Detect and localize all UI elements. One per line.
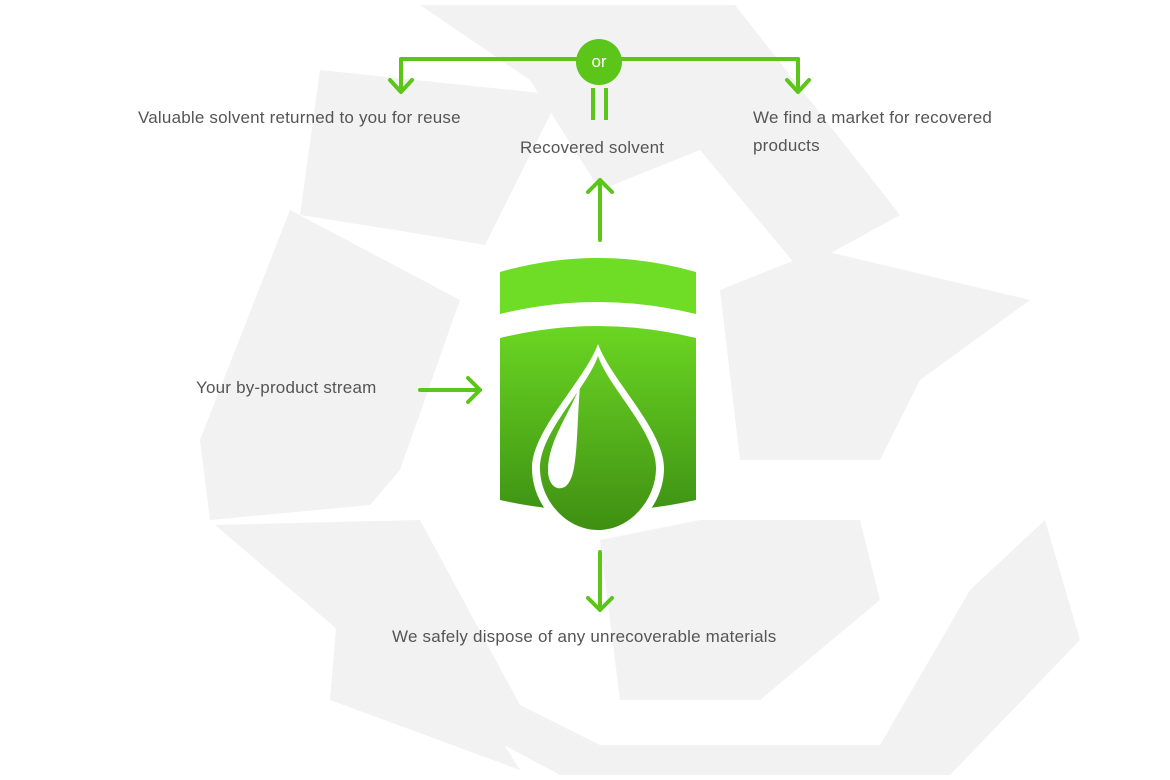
equals-link: [591, 88, 608, 120]
or-circle: [576, 39, 622, 85]
disposal-label: We safely dispose of any unrecoverable m…: [392, 627, 777, 646]
by-product-stream-label: Your by-product stream: [196, 378, 377, 397]
reuse-label: Valuable solvent returned to you for reu…: [138, 108, 461, 127]
solvent-drum-icon: [500, 258, 696, 538]
down-arrow: [586, 550, 614, 612]
recycle-symbol-icon: [200, 5, 1080, 775]
recovered-solvent-label: Recovered solvent: [520, 138, 665, 157]
market-label: We find a market for recovered products: [753, 108, 993, 155]
drop-highlight: [548, 385, 580, 489]
up-arrow: [586, 178, 614, 242]
or-label: or: [591, 52, 607, 71]
in-arrow: [418, 376, 482, 404]
